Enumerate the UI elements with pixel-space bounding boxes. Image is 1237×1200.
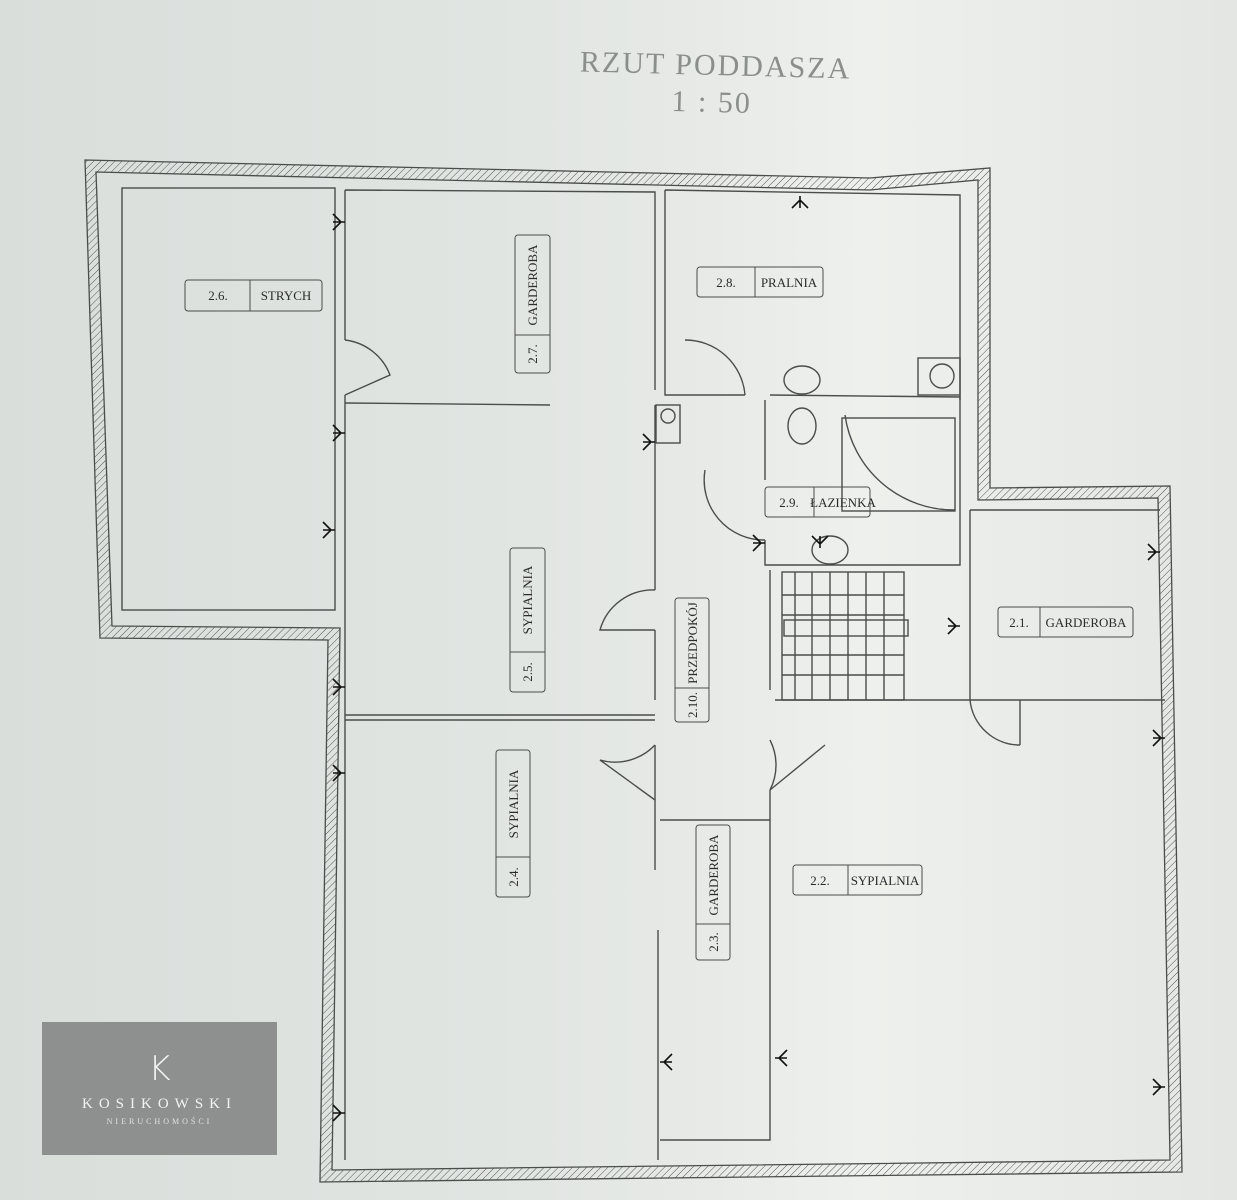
- room-label-2-3: 2.3. GARDEROBA: [695, 824, 731, 961]
- svg-text:2.5.: 2.5.: [520, 662, 535, 682]
- svg-text:SYPIALNIA: SYPIALNIA: [520, 565, 535, 634]
- svg-text:STRYCH: STRYCH: [261, 288, 312, 303]
- svg-text:SYPIALNIA: SYPIALNIA: [851, 873, 920, 888]
- svg-text:ŁAZIENKA: ŁAZIENKA: [810, 495, 876, 510]
- svg-text:GARDEROBA: GARDEROBA: [706, 834, 721, 916]
- room-label-2-8: 2.8. PRALNIA: [696, 266, 824, 298]
- plan-scale: 1 : 50: [671, 85, 752, 120]
- outer-wall: [84, 159, 1183, 1183]
- logo-name: KOSIKOWSKI: [82, 1095, 237, 1112]
- svg-text:GARDEROBA: GARDEROBA: [1046, 615, 1128, 630]
- room-label-2-7: 2.7. GARDEROBA: [514, 234, 551, 374]
- svg-text:2.2.: 2.2.: [810, 873, 830, 888]
- bathroom-fixtures: [655, 357, 961, 565]
- svg-text:2.3.: 2.3.: [706, 932, 721, 952]
- room-label-2-10: 2.10. PRZEDPOKÓJ: [674, 597, 710, 723]
- svg-text:2.4.: 2.4.: [506, 867, 521, 887]
- svg-text:SYPIALNIA: SYPIALNIA: [506, 769, 521, 838]
- logo-mark: K: [148, 1048, 171, 1089]
- svg-text:2.7.: 2.7.: [525, 344, 540, 364]
- svg-text:GARDEROBA: GARDEROBA: [525, 244, 540, 326]
- interior-walls: [121, 187, 1165, 1160]
- room-label-2-1: 2.1. GARDEROBA: [997, 606, 1134, 638]
- svg-text:PRALNIA: PRALNIA: [761, 275, 818, 290]
- watermark-logo: K KOSIKOWSKI NIERUCHOMOŚCI: [42, 1022, 277, 1155]
- svg-text:2.9.: 2.9.: [779, 495, 799, 510]
- svg-text:2.8.: 2.8.: [716, 275, 736, 290]
- socket-icons: [322, 196, 1165, 1122]
- svg-text:PRZEDPOKÓJ: PRZEDPOKÓJ: [685, 602, 700, 684]
- room-label-2-2: 2.2. SYPIALNIA: [792, 864, 923, 896]
- svg-text:2.10.: 2.10.: [685, 692, 700, 718]
- svg-text:2.6.: 2.6.: [208, 288, 228, 303]
- room-label-2-9: 2.9. ŁAZIENKA: [764, 486, 876, 518]
- plan-title: RZUT PODDASZA: [580, 45, 852, 85]
- room-label-2-4: 2.4. SYPIALNIA: [495, 749, 531, 898]
- room-label-2-6: 2.6. STRYCH: [184, 279, 323, 312]
- staircase: [781, 571, 909, 701]
- logo-subtitle: NIERUCHOMOŚCI: [106, 1116, 213, 1126]
- room-label-2-5: 2.5. SYPIALNIA: [509, 547, 546, 693]
- svg-text:2.1.: 2.1.: [1009, 615, 1029, 630]
